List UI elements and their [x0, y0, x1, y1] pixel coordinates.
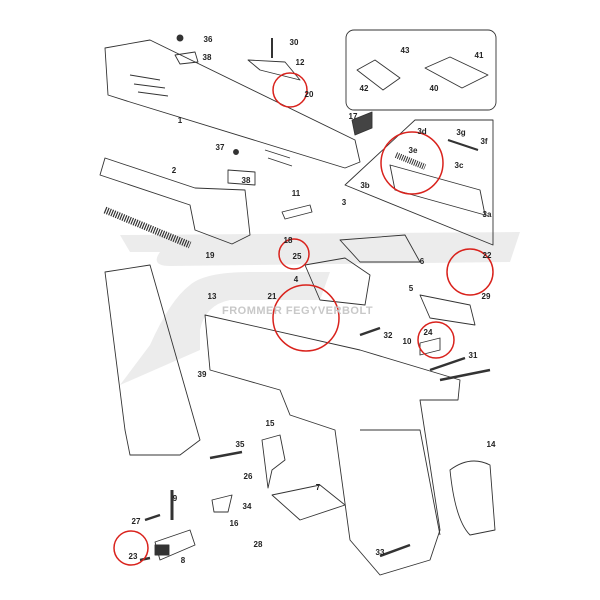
label-3e: 3e — [408, 146, 418, 155]
label-31: 31 — [468, 351, 478, 360]
label-20: 20 — [304, 90, 314, 99]
label-14: 14 — [486, 440, 496, 449]
label-28: 28 — [253, 540, 263, 549]
label-41: 41 — [474, 51, 484, 60]
highlight-circle-20 — [272, 72, 308, 108]
label-3f: 3f — [480, 137, 488, 146]
label-10: 10 — [402, 337, 412, 346]
label-36: 36 — [203, 35, 213, 44]
label-40: 40 — [429, 84, 439, 93]
label-8: 8 — [180, 556, 186, 565]
label-19: 19 — [205, 251, 215, 260]
label-39: 39 — [197, 370, 207, 379]
label-3b: 3b — [360, 181, 370, 190]
part-38-sight — [174, 51, 199, 65]
part-11 — [281, 204, 313, 220]
label-26: 26 — [243, 472, 253, 481]
part-3-striker-box — [344, 119, 494, 246]
part-1-slide — [104, 39, 361, 169]
label-16: 16 — [229, 519, 239, 528]
label-5: 5 — [408, 284, 414, 293]
label-11: 11 — [291, 189, 301, 198]
label-29: 29 — [481, 292, 491, 301]
label-42: 42 — [359, 84, 369, 93]
label-38: 38 — [202, 53, 212, 62]
highlight-circles — [113, 72, 494, 566]
watermark-text: FROMMER FEGYVERBOLT — [222, 305, 374, 317]
label-32: 32 — [383, 331, 393, 340]
part-42-plate — [356, 59, 401, 91]
label-12: 12 — [295, 58, 305, 67]
part-10 — [419, 337, 441, 356]
label-22: 22 — [482, 251, 492, 260]
label-3c: 3c — [454, 161, 464, 170]
label-3d: 3d — [417, 127, 427, 136]
part-2-barrel — [99, 157, 251, 245]
part-6-trigger-bar — [339, 234, 421, 263]
highlight-circle-25 — [278, 238, 310, 270]
highlight-circle-3e — [380, 131, 444, 195]
label-23: 23 — [128, 552, 138, 561]
label-30: 30 — [289, 38, 299, 47]
label-3: 3 — [341, 198, 347, 207]
label-13: 13 — [207, 292, 217, 301]
part-12-extractor — [247, 59, 301, 81]
highlight-circle-4-21 — [272, 284, 340, 352]
highlight-circle-22 — [446, 248, 494, 296]
part-19-spring — [103, 206, 192, 249]
label-18: 18 — [283, 236, 293, 245]
label-7: 7 — [315, 483, 321, 492]
label-2: 2 — [171, 166, 177, 175]
label-6: 6 — [419, 257, 425, 266]
highlight-circle-24 — [417, 321, 455, 359]
label-25: 25 — [292, 252, 302, 261]
label-37: 37 — [215, 143, 225, 152]
label-34: 34 — [242, 502, 252, 511]
label-35: 35 — [235, 440, 245, 449]
label-9: 9 — [172, 494, 178, 503]
part-14-backstrap — [449, 460, 496, 536]
label-24: 24 — [423, 328, 433, 337]
label-3g: 3g — [456, 128, 466, 137]
part-16 — [211, 494, 233, 513]
label-4: 4 — [293, 275, 299, 284]
label-27: 27 — [131, 517, 141, 526]
part-17-cover — [351, 111, 373, 136]
part-15-trigger — [261, 434, 286, 489]
part-3a-striker — [389, 164, 486, 216]
label-15: 15 — [265, 419, 275, 428]
part-40-plate — [424, 56, 489, 89]
part-38-front-sight — [227, 169, 256, 186]
watermark-logo — [120, 232, 520, 385]
highlight-circle-23 — [113, 530, 149, 566]
label-17: 17 — [348, 112, 358, 121]
part-4-block — [304, 257, 371, 306]
label-21: 21 — [267, 292, 277, 301]
part-13-frame — [204, 314, 461, 576]
label-3a: 3a — [482, 210, 492, 219]
label-38-front: 38 — [241, 176, 251, 185]
part-39-magazine — [104, 264, 201, 456]
optic-plates-box — [345, 29, 497, 111]
part-7-insert — [271, 484, 346, 521]
label-1: 1 — [177, 116, 183, 125]
part-5-rail — [419, 294, 476, 326]
label-43: 43 — [400, 46, 410, 55]
label-33: 33 — [375, 548, 385, 557]
